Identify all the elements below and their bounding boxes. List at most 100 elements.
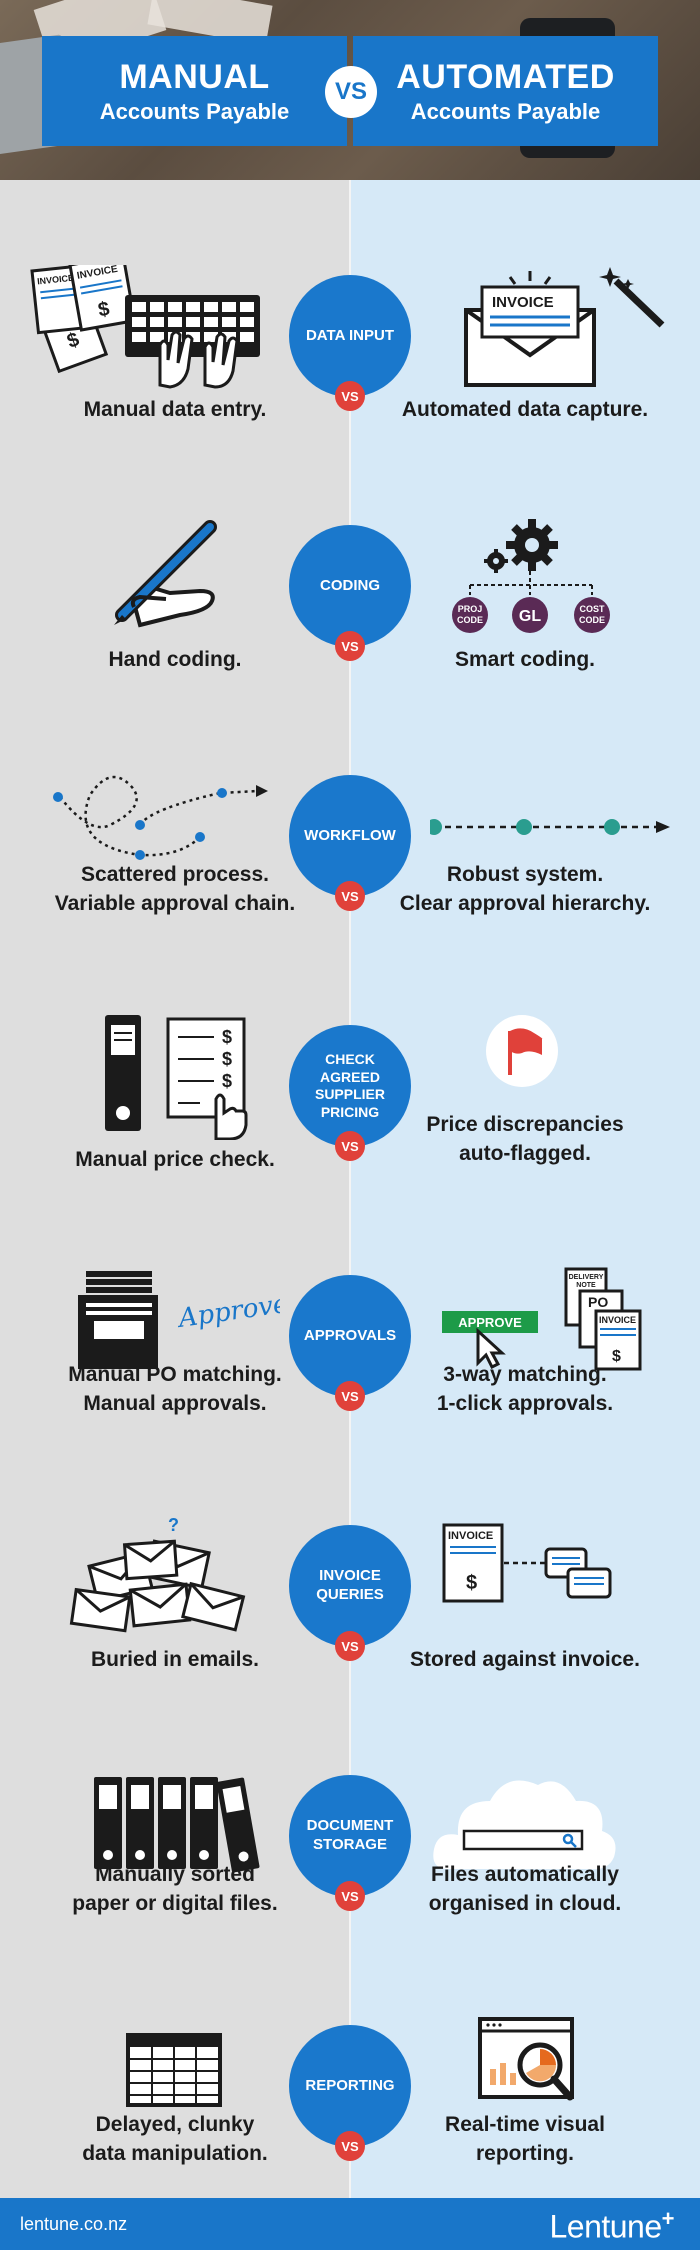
automated-caption-line: Files automatically [431, 1863, 619, 1886]
red-flag-icon [486, 1015, 558, 1087]
vs-badge: VS [335, 631, 365, 661]
manual-caption: Manual price check. [10, 1145, 340, 1174]
manual-subtitle: Accounts Payable [99, 99, 290, 124]
manual-caption: Buried in emails. [10, 1645, 340, 1674]
visual-report-icon [478, 2017, 574, 2101]
binder-pricelist-icon: $ $ $ [105, 1015, 248, 1140]
automated-caption: Robust system. Clear approval hierarchy. [360, 860, 690, 919]
section-data-input: INVOICE $ INVOICE INVOICE $ INVOICE [0, 245, 700, 495]
invoice-keyboard-icon: INVOICE $ INVOICE INVOICE $ [30, 265, 260, 389]
invoice-chat-icon: INVOICE $ [442, 1523, 612, 1603]
automated-caption: 3-way matching. 1-click approvals. [360, 1360, 690, 1419]
spreadsheet-icon [126, 2033, 222, 2107]
section-approvals: Approved APPROVE DELIVERY NOTE PO INVOIC… [0, 1245, 700, 1495]
manual-caption: Manually sorted paper or digital files. [10, 1860, 340, 1919]
manual-caption-line: Manually sorted [95, 1863, 255, 1886]
automated-title: AUTOMATED [396, 58, 615, 96]
category-badge: REPORTING [289, 2025, 411, 2147]
brand-name: Lentune [549, 2208, 662, 2245]
dollar-text: $ [222, 1027, 232, 1047]
paper-tray-approved-icon: Approved [78, 1271, 280, 1369]
manual-caption-line: data manipulation. [82, 2142, 268, 2166]
approved-text: Approved [175, 1287, 280, 1335]
automated-caption: Real-time visual reporting. [360, 2110, 690, 2169]
gl-text: GL [519, 608, 541, 625]
invoice-text: INVOICE [599, 1315, 636, 1325]
delivery-note-text: DELIVERY [569, 1274, 604, 1281]
dollar-text: $ [466, 1572, 477, 1594]
vs-badge: VS [335, 1881, 365, 1911]
manual-caption-line: Manual price check. [75, 1148, 275, 1171]
manual-caption: Scattered process. Variable approval cha… [10, 860, 340, 919]
vs-badge: VS [335, 2131, 365, 2161]
invoice-text: INVOICE [37, 273, 75, 287]
header-vs-badge: VS [325, 66, 377, 118]
section-pricing: $ $ $ CHECK AGREED SUPPLIER PRICING VS M… [0, 995, 700, 1245]
dollar-text: $ [222, 1071, 232, 1091]
automated-title-box: AUTOMATED Accounts Payable [353, 36, 658, 146]
vs-badge: VS [335, 1131, 365, 1161]
three-way-match-icon: APPROVE DELIVERY NOTE PO INVOICE $ [442, 1267, 642, 1371]
manual-caption: Delayed, clunky data manipulation. [10, 2110, 340, 2169]
automated-caption-line: 1-click approvals. [436, 1392, 614, 1416]
approve-text: APPROVE [458, 1315, 522, 1330]
automated-caption-line: Real-time visual [445, 2113, 605, 2136]
category-badge: CHECK AGREED SUPPLIER PRICING [289, 1025, 411, 1147]
question-mark-text: ? [168, 1515, 179, 1535]
dollar-text: $ [612, 1348, 621, 1365]
vs-badge: VS [335, 1631, 365, 1661]
website-link[interactable]: lentune.co.nz [20, 2214, 128, 2234]
manual-caption: Manual PO matching. Manual approvals. [10, 1360, 340, 1419]
automated-caption-line: auto-flagged. [459, 1142, 591, 1166]
manual-caption-line: Scattered process. [81, 863, 269, 886]
dollar-text: $ [96, 298, 111, 322]
manual-title: MANUAL [119, 58, 270, 96]
manual-caption-line: Buried in emails. [90, 1648, 260, 1671]
automated-caption: Price discrepancies auto-flagged. [360, 1110, 690, 1169]
automated-caption: Automated data capture. [360, 395, 690, 424]
vs-badge: VS [335, 1381, 365, 1411]
brand-logo: Lentune+ [549, 2206, 674, 2246]
cloud-search-icon [433, 1780, 616, 1870]
manual-caption: Manual data entry. [10, 395, 340, 424]
manual-caption-line: Delayed, clunky [95, 2113, 255, 2136]
section-document-storage: DOCUMENT STORAGE VS Manually sorted pape… [0, 1745, 700, 1995]
automated-caption-line: Robust system. [446, 863, 604, 886]
dollar-text: $ [222, 1049, 232, 1069]
automated-caption-line: Stored against invoice. [410, 1648, 640, 1671]
proj-code-text: CODE [457, 615, 483, 625]
category-badge: APPROVALS [289, 1275, 411, 1397]
category-badge: INVOICE QUERIES [289, 1525, 411, 1647]
section-invoice-queries: ? INVOICE $ INVOICE QUERIES VS Buried in… [0, 1495, 700, 1745]
automated-caption-line: Clear approval hierarchy. [399, 892, 651, 916]
binders-row-icon [94, 1777, 260, 1873]
section-coding: PROJ CODE GL COST CODE CODING VS Hand co… [0, 495, 700, 745]
automated-caption-line: Automated data capture. [401, 398, 649, 421]
manual-caption-line: Hand coding. [108, 648, 242, 671]
category-badge: DATA INPUT [289, 275, 411, 397]
automated-caption-line: 3-way matching. [443, 1363, 607, 1386]
proj-code-text: PROJ [458, 604, 483, 614]
manual-caption-line: Variable approval chain. [54, 892, 296, 916]
category-badge: DOCUMENT STORAGE [289, 1775, 411, 1897]
category-badge: CODING [289, 525, 411, 647]
manual-caption-line: Manual approvals. [83, 1392, 267, 1416]
manual-caption-line: paper or digital files. [72, 1892, 278, 1916]
column-divider [349, 180, 351, 2198]
gears-codes-icon: PROJ CODE GL COST CODE [452, 519, 610, 633]
invoice-text: INVOICE [448, 1530, 493, 1542]
vs-badge: VS [335, 381, 365, 411]
automated-caption-line: Price discrepancies [426, 1113, 624, 1136]
section-reporting: REPORTING VS Delayed, clunky data manipu… [0, 1995, 700, 2245]
scattered-path-icon [53, 775, 268, 860]
brand-plus-icon: + [661, 2206, 675, 2231]
po-text: PO [588, 1294, 608, 1310]
delivery-note-text: NOTE [576, 1282, 596, 1289]
invoice-text: INVOICE [492, 294, 554, 311]
email-pile-icon: ? [69, 1515, 246, 1633]
linear-workflow-icon [430, 819, 670, 835]
automated-caption: Smart coding. [360, 645, 690, 674]
envelope-magic-wand-icon: INVOICE [464, 267, 665, 387]
manual-title-box: MANUAL Accounts Payable [42, 36, 347, 146]
category-badge: WORKFLOW [289, 775, 411, 897]
